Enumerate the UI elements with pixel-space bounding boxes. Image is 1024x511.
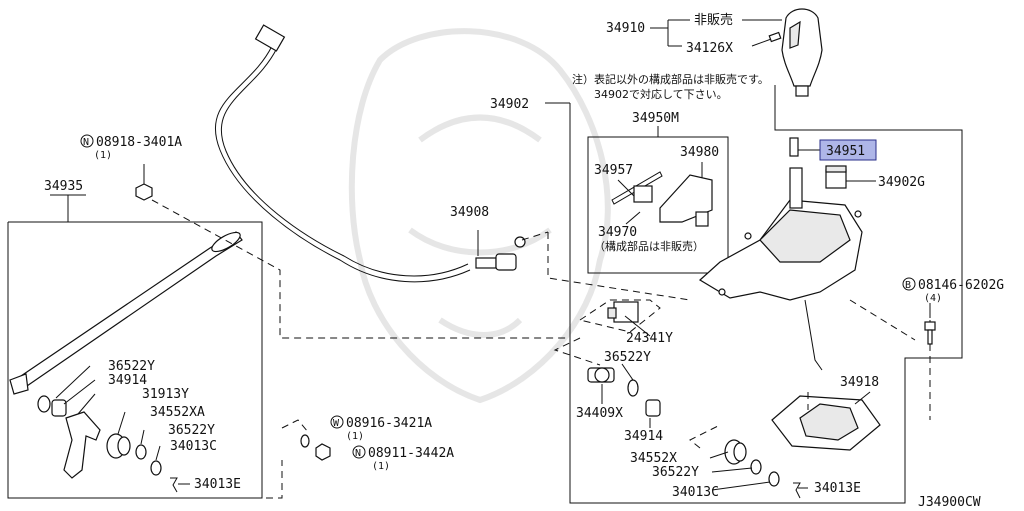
label-34902g: 34902G — [878, 175, 925, 190]
clip-34013e-b[interactable] — [793, 482, 801, 499]
b-circle-icon — [902, 277, 916, 291]
lever-31913y[interactable] — [63, 411, 101, 479]
label-08911-3442a: 08911-3442A — [368, 446, 454, 461]
washer-36522y-a[interactable] — [37, 395, 51, 413]
label-34935: 34935 — [44, 179, 83, 194]
button-34902g[interactable] — [825, 165, 847, 189]
label-34957: 34957 — [594, 163, 633, 178]
label-34970: 34970 — [598, 225, 637, 240]
washer-36522y-c[interactable] — [627, 379, 639, 397]
label-34980: 34980 — [680, 145, 719, 160]
boot-plate-34918[interactable] — [771, 395, 881, 451]
detent-pin-34951[interactable] — [789, 137, 799, 157]
label-34951[interactable]: 34951 — [826, 144, 865, 159]
label-non-sale-34910: 非販売 — [694, 12, 733, 28]
label-08916-3421a: 08916-3421A — [346, 416, 432, 431]
label-08918-qty: (1) — [94, 150, 112, 161]
n-circle-icon-2 — [352, 445, 366, 459]
shift-knob-34910[interactable] — [781, 8, 823, 97]
note-line1: 注）表記以外の構成部品は非販売です。 — [572, 72, 769, 86]
clip-34013e-a[interactable] — [170, 477, 178, 493]
label-34552x: 34552X — [630, 451, 677, 466]
label-34126x: 34126X — [686, 41, 733, 56]
w-circle-icon — [330, 415, 344, 429]
b-prefix: B — [905, 280, 911, 291]
leader-lines — [55, 126, 871, 491]
label-34914-b: 34914 — [624, 429, 663, 444]
washer-34013c-a[interactable] — [150, 460, 162, 476]
bushing-34914-a[interactable] — [51, 399, 67, 417]
label-08146-6202g: 08146-6202G — [918, 278, 1004, 293]
label-36522y-a: 36522Y — [108, 359, 155, 374]
n-prefix-1: N — [83, 137, 89, 148]
shift-rod-34935[interactable] — [9, 229, 243, 395]
bushing-34552x[interactable] — [724, 439, 747, 465]
main-assembly-frame — [545, 85, 963, 504]
pivot-pin-34409x[interactable] — [587, 367, 615, 383]
note-34970: （構成部品は非販売） — [594, 239, 704, 253]
bulb-socket-24341y[interactable] — [607, 301, 639, 323]
label-08918-3401a: 08918-3401A — [96, 135, 182, 150]
control-cable-34908[interactable] — [214, 24, 526, 283]
label-34914-a: 34914 — [108, 373, 147, 388]
nut-08911-3442a[interactable] — [315, 443, 331, 461]
diagram-code: J34900CW — [918, 495, 981, 510]
label-34918: 34918 — [840, 375, 879, 390]
label-34013e-a: 34013E — [194, 477, 241, 492]
label-34013c-a: 34013C — [170, 439, 217, 454]
shift-lock-parts[interactable] — [611, 171, 713, 227]
label-34409x: 34409X — [576, 406, 623, 421]
watermark-emblem — [348, 28, 611, 404]
label-34552xa: 34552XA — [150, 405, 205, 420]
label-08911-qty: (1) — [372, 461, 390, 472]
pin-34126x[interactable] — [751, 31, 782, 47]
label-36522y-b: 36522Y — [168, 423, 215, 438]
n-prefix-2: N — [355, 448, 361, 459]
label-34908: 34908 — [450, 205, 489, 220]
label-08916-qty: (1) — [346, 431, 364, 442]
label-34910: 34910 — [606, 21, 645, 36]
highlight-34951 — [819, 139, 877, 161]
nut-08918-3401a[interactable] — [135, 183, 153, 201]
label-31913y: 31913Y — [142, 387, 189, 402]
label-24341y: 24341Y — [626, 331, 673, 346]
label-36522y-c: 36522Y — [604, 350, 651, 365]
w-prefix: W — [333, 418, 340, 429]
bushing-34552xa[interactable] — [106, 433, 131, 459]
label-34950m: 34950M — [632, 111, 679, 126]
washer-34013c-b[interactable] — [768, 471, 780, 487]
washer-36522y-b[interactable] — [135, 444, 147, 460]
label-34902: 34902 — [490, 97, 529, 112]
label-34013c-b: 34013C — [672, 485, 719, 500]
note-line2: 34902で対応して下さい。 — [594, 87, 728, 101]
linkage-frame-34935 — [7, 221, 263, 499]
washer-36522y-d[interactable] — [750, 459, 762, 475]
bolt-08146-6202g[interactable] — [924, 321, 936, 345]
bushing-34914-b[interactable] — [645, 399, 661, 417]
label-34013e-b: 34013E — [814, 481, 861, 496]
n-circle-icon-1 — [80, 134, 94, 148]
shifter-base-34902[interactable] — [698, 167, 863, 371]
washer-08916-3421a[interactable] — [300, 434, 310, 448]
label-36522y-d: 36522Y — [652, 465, 699, 480]
label-08146-qty: (4) — [924, 293, 942, 304]
